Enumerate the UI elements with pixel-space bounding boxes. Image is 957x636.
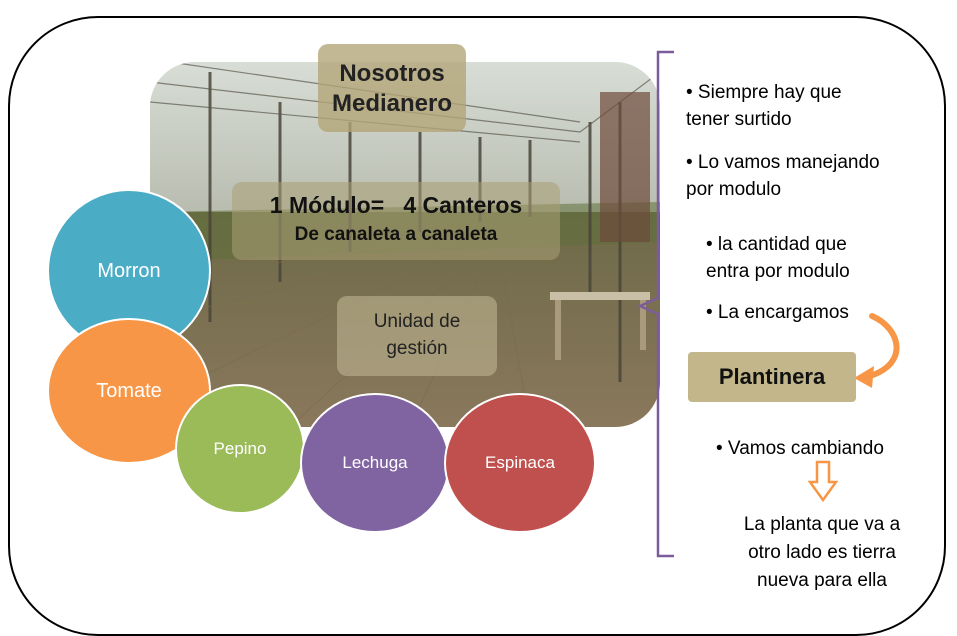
plantinera-label: Plantinera	[718, 364, 826, 389]
brace-icon	[636, 50, 674, 558]
title-line-1: Nosotros	[339, 60, 445, 87]
crop-circle-lechuga: Lechuga	[300, 393, 450, 533]
note-line-1: La planta que va a	[743, 514, 901, 535]
crop-label: Pepino	[213, 439, 267, 458]
bullet-3: • la cantidad que entra por modulo	[706, 231, 850, 285]
note-text: La planta que va a otro lado es tierra n…	[716, 511, 928, 595]
bullet-4-line-1: • La encargamos	[706, 302, 849, 323]
module-subtitle: De canaleta a canaleta	[294, 224, 498, 245]
unit-line-2: gestión	[386, 338, 448, 359]
bullet-2-line-1: • Lo vamos manejando	[686, 152, 880, 173]
note-line-3: nueva para ella	[757, 570, 887, 591]
down-arrow-icon	[808, 460, 838, 502]
curved-arrow-icon	[854, 313, 900, 388]
title-line-2: Medianero	[331, 90, 453, 117]
crop-circle-tomate: Tomate	[47, 318, 211, 464]
crop-label: Espinaca	[485, 453, 555, 472]
bullet-change: • Vamos cambiando	[716, 435, 884, 462]
bullet-2-line-2: por modulo	[686, 179, 782, 200]
crop-label: Tomate	[96, 379, 162, 402]
crop-circle-espinaca: Espinaca	[444, 393, 596, 533]
module-definition: 1 Módulo= 4 Canteros	[269, 192, 523, 218]
module-box: 1 Módulo= 4 Canteros De canaleta a canal…	[232, 182, 560, 260]
bullet-change-line: • Vamos cambiando	[716, 438, 884, 459]
crop-circle-pepino: Pepino	[175, 384, 305, 514]
unit-line-1: Unidad de	[373, 311, 461, 332]
crop-label: Lechuga	[342, 453, 408, 472]
note-line-2: otro lado es tierra	[748, 542, 896, 563]
bullet-4: • La encargamos	[706, 299, 849, 326]
bullet-2: • Lo vamos manejando por modulo	[686, 149, 880, 203]
bullet-1: • Siempre hay que tener surtido	[686, 79, 842, 133]
crop-label: Morron	[97, 259, 161, 282]
bullet-1-line-1: • Siempre hay que	[686, 82, 842, 103]
bullet-3-line-2: entra por modulo	[706, 261, 850, 282]
bullet-1-line-2: tener surtido	[686, 109, 792, 130]
title-box: Nosotros Medianero	[318, 44, 466, 132]
plantinera-box: Plantinera	[688, 352, 856, 402]
management-unit-box: Unidad de gestión	[337, 296, 497, 376]
bullet-3-line-1: • la cantidad que	[706, 234, 847, 255]
